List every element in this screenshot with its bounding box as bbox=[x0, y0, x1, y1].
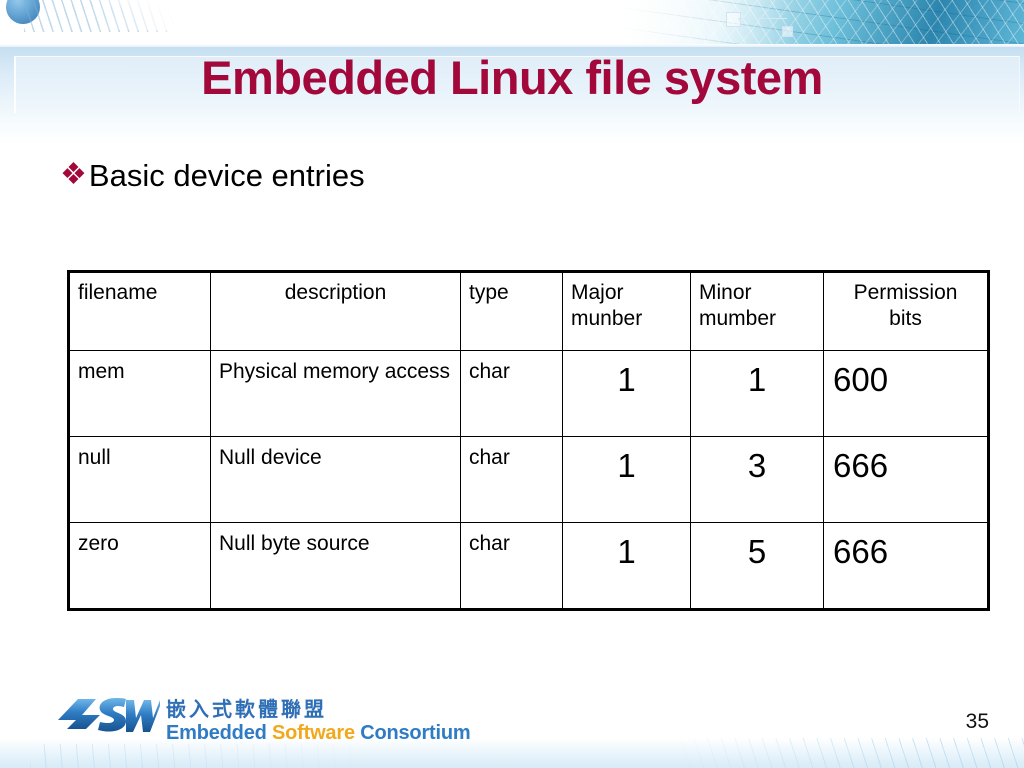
diamond-bullet-icon: ❖ bbox=[60, 158, 87, 191]
cell-permission-bits: 666 bbox=[823, 522, 989, 610]
column-header-minor-line1: Minor bbox=[699, 281, 752, 304]
connector-square-2 bbox=[782, 26, 793, 37]
connector-square-1 bbox=[726, 12, 741, 27]
header-left-fan-graphic bbox=[0, 0, 190, 44]
cell-type: char bbox=[460, 350, 563, 437]
column-header-filename: filename bbox=[68, 271, 211, 351]
column-header-permission-bits: Permission bits bbox=[823, 271, 989, 351]
network-fade-mask bbox=[604, 0, 794, 46]
column-header-permission-line2: bits bbox=[889, 307, 922, 330]
logo-english-name: Embedded Software Consortium bbox=[166, 721, 471, 744]
page-number: 35 bbox=[965, 710, 989, 733]
cell-minor-number: 5 bbox=[690, 522, 824, 610]
column-header-type: type bbox=[460, 271, 563, 351]
cell-permission-bits: 600 bbox=[823, 350, 989, 437]
organization-logo: 嵌入式軟體聯盟 Embedded Software Consortium bbox=[56, 696, 471, 746]
cell-filename: null bbox=[68, 436, 211, 523]
connector-line-2 bbox=[738, 17, 750, 38]
footer-left-decoration bbox=[30, 744, 450, 768]
table-header-row: filename description type Major munber M… bbox=[68, 271, 989, 351]
cell-major-number: 1 bbox=[562, 522, 691, 610]
cell-filename: mem bbox=[68, 350, 211, 437]
header-artwork bbox=[0, 0, 1024, 46]
table-body: mem Physical memory access char 1 1 600 … bbox=[68, 350, 989, 610]
cell-minor-number: 3 bbox=[690, 436, 824, 523]
cell-major-number: 1 bbox=[562, 436, 691, 523]
cell-minor-number: 1 bbox=[690, 350, 824, 437]
page-title: Embedded Linux file system bbox=[201, 51, 823, 104]
header-connector-decoration bbox=[700, 6, 830, 52]
bullet-label: Basic device entries bbox=[88, 158, 365, 193]
cell-permission-bits: 666 bbox=[823, 436, 989, 523]
column-header-major-line2: munber bbox=[571, 307, 643, 330]
column-header-major-line1: Major bbox=[571, 281, 624, 304]
logo-word-software: Software bbox=[272, 721, 355, 744]
logo-word-embedded: Embedded bbox=[166, 721, 267, 744]
column-header-description: description bbox=[210, 271, 461, 351]
column-header-minor-line2: mumber bbox=[699, 307, 777, 330]
logo-word-consortium: Consortium bbox=[360, 721, 471, 744]
footer-right-decoration bbox=[664, 738, 1024, 768]
device-entries-table: filename description type Major munber M… bbox=[67, 270, 990, 611]
esw-logo-icon bbox=[58, 698, 160, 732]
table-header: filename description type Major munber M… bbox=[68, 271, 989, 351]
fan-fade-mask bbox=[90, 0, 190, 30]
logo-chinese-name: 嵌入式軟體聯盟 bbox=[166, 698, 327, 721]
cell-filename: zero bbox=[68, 522, 211, 610]
cell-description: Null device bbox=[210, 436, 461, 523]
column-header-minor-number: Minor mumber bbox=[690, 271, 824, 351]
cell-type: char bbox=[460, 522, 563, 610]
column-header-major-number: Major munber bbox=[562, 271, 691, 351]
logo-text-block: 嵌入式軟體聯盟 Embedded Software Consortium bbox=[166, 698, 471, 744]
header-right-network-graphic bbox=[604, 0, 1024, 46]
connector-line-1 bbox=[739, 18, 787, 19]
table-row: zero Null byte source char 1 5 666 bbox=[68, 522, 989, 610]
footer-band bbox=[0, 738, 1024, 768]
cell-type: char bbox=[460, 436, 563, 523]
cell-major-number: 1 bbox=[562, 350, 691, 437]
column-header-permission-line1: Permission bbox=[853, 281, 958, 304]
bullet-item: ❖ Basic device entries bbox=[60, 157, 365, 195]
slide-header: Embedded Linux file system bbox=[0, 0, 1024, 146]
cell-description: Physical memory access bbox=[210, 350, 461, 437]
table-row: null Null device char 1 3 666 bbox=[68, 436, 989, 523]
cell-description: Null byte source bbox=[210, 522, 461, 610]
table-row: mem Physical memory access char 1 1 600 bbox=[68, 350, 989, 437]
